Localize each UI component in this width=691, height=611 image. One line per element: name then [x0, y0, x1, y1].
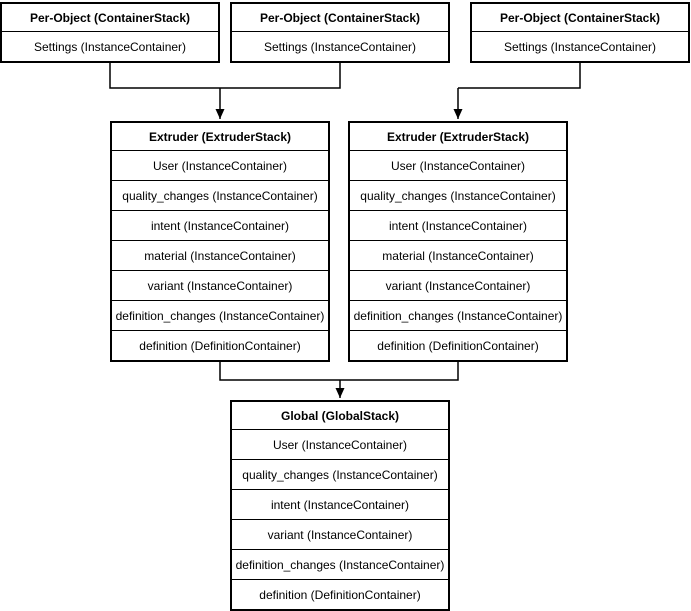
global-stack: Global (GlobalStack) User (InstanceConta… [230, 400, 450, 611]
extruder-stack-1-row-variant: variant (InstanceContainer) [112, 270, 328, 300]
global-stack-row-quality-changes: quality_changes (InstanceContainer) [232, 459, 448, 489]
connector-extruders-bus [219, 360, 459, 381]
extruder-stack-1-row-definition-changes: definition_changes (InstanceContainer) [112, 300, 328, 330]
global-stack-row-variant: variant (InstanceContainer) [232, 519, 448, 549]
extruder-stack-2-row-definition-changes: definition_changes (InstanceContainer) [350, 300, 566, 330]
extruder-stack-2-row-quality-changes: quality_changes (InstanceContainer) [350, 180, 566, 210]
per-object-stack-3-row-settings: Settings (InstanceContainer) [472, 31, 688, 61]
extruder-stack-1-title: Extruder (ExtruderStack) [148, 129, 292, 144]
extruder-stack-2-row-material: material (InstanceContainer) [350, 240, 566, 270]
connector-perobject1-perobject2-bus [109, 61, 341, 89]
per-object-stack-2-title: Per-Object (ContainerStack) [259, 10, 421, 25]
extruder-stack-2-row-definition: definition (DefinitionContainer) [350, 330, 566, 360]
extruder-stack-2: Extruder (ExtruderStack) User (InstanceC… [348, 121, 568, 362]
global-stack-row-definition: definition (DefinitionContainer) [232, 579, 448, 609]
per-object-stack-2-row-settings: Settings (InstanceContainer) [232, 31, 448, 61]
extruder-stack-1-row-user: User (InstanceContainer) [112, 150, 328, 180]
global-stack-row-intent: intent (InstanceContainer) [232, 489, 448, 519]
extruder-stack-1-row-quality-changes: quality_changes (InstanceContainer) [112, 180, 328, 210]
per-object-stack-1-title: Per-Object (ContainerStack) [29, 10, 191, 25]
extruder-stack-1-row-material: material (InstanceContainer) [112, 240, 328, 270]
per-object-stack-1-row-settings: Settings (InstanceContainer) [2, 31, 218, 61]
per-object-stack-3: Per-Object (ContainerStack) Settings (In… [470, 2, 690, 63]
extruder-stack-1: Extruder (ExtruderStack) User (InstanceC… [110, 121, 330, 362]
global-stack-row-definition-changes: definition_changes (InstanceContainer) [232, 549, 448, 579]
global-stack-row-user: User (InstanceContainer) [232, 429, 448, 459]
global-stack-title: Global (GlobalStack) [280, 408, 400, 423]
extruder-stack-2-row-user: User (InstanceContainer) [350, 150, 566, 180]
per-object-stack-2: Per-Object (ContainerStack) Settings (In… [230, 2, 450, 63]
connector-perobject3-elbow [458, 61, 581, 89]
per-object-stack-3-title: Per-Object (ContainerStack) [499, 10, 661, 25]
extruder-stack-1-row-definition: definition (DefinitionContainer) [112, 330, 328, 360]
per-object-stack-1: Per-Object (ContainerStack) Settings (In… [0, 2, 220, 63]
extruder-stack-2-row-intent: intent (InstanceContainer) [350, 210, 566, 240]
extruder-stack-2-title: Extruder (ExtruderStack) [386, 129, 530, 144]
extruder-stack-2-row-variant: variant (InstanceContainer) [350, 270, 566, 300]
extruder-stack-1-row-intent: intent (InstanceContainer) [112, 210, 328, 240]
